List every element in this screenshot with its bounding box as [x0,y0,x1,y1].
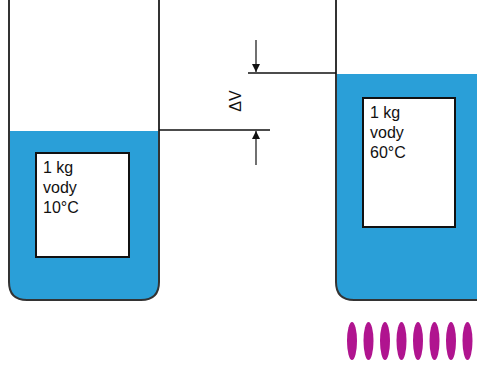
dimension-arrow [255,40,256,72]
flame [347,322,357,360]
label-text: 1 kg vody 60°C [370,103,416,163]
flame [463,322,473,360]
right-beaker [336,0,477,300]
flame [364,322,374,360]
heater-flames [347,322,473,360]
flame [397,322,407,360]
dimension-arrow [255,131,256,165]
level-line [248,72,336,74]
left-beaker [9,0,159,300]
dimension-label: ΔV [227,90,245,111]
flame [446,322,456,360]
flame [380,322,390,360]
label-box: 1 kg vody 10°C [35,152,130,258]
flame [413,322,423,360]
label-box: 1 kg vody 60°C [362,97,456,228]
label-text: 1 kg vody 10°C [43,158,89,218]
cold-water [9,131,159,300]
flame [430,322,440,360]
warm-water [336,74,477,300]
level-line [159,129,270,131]
